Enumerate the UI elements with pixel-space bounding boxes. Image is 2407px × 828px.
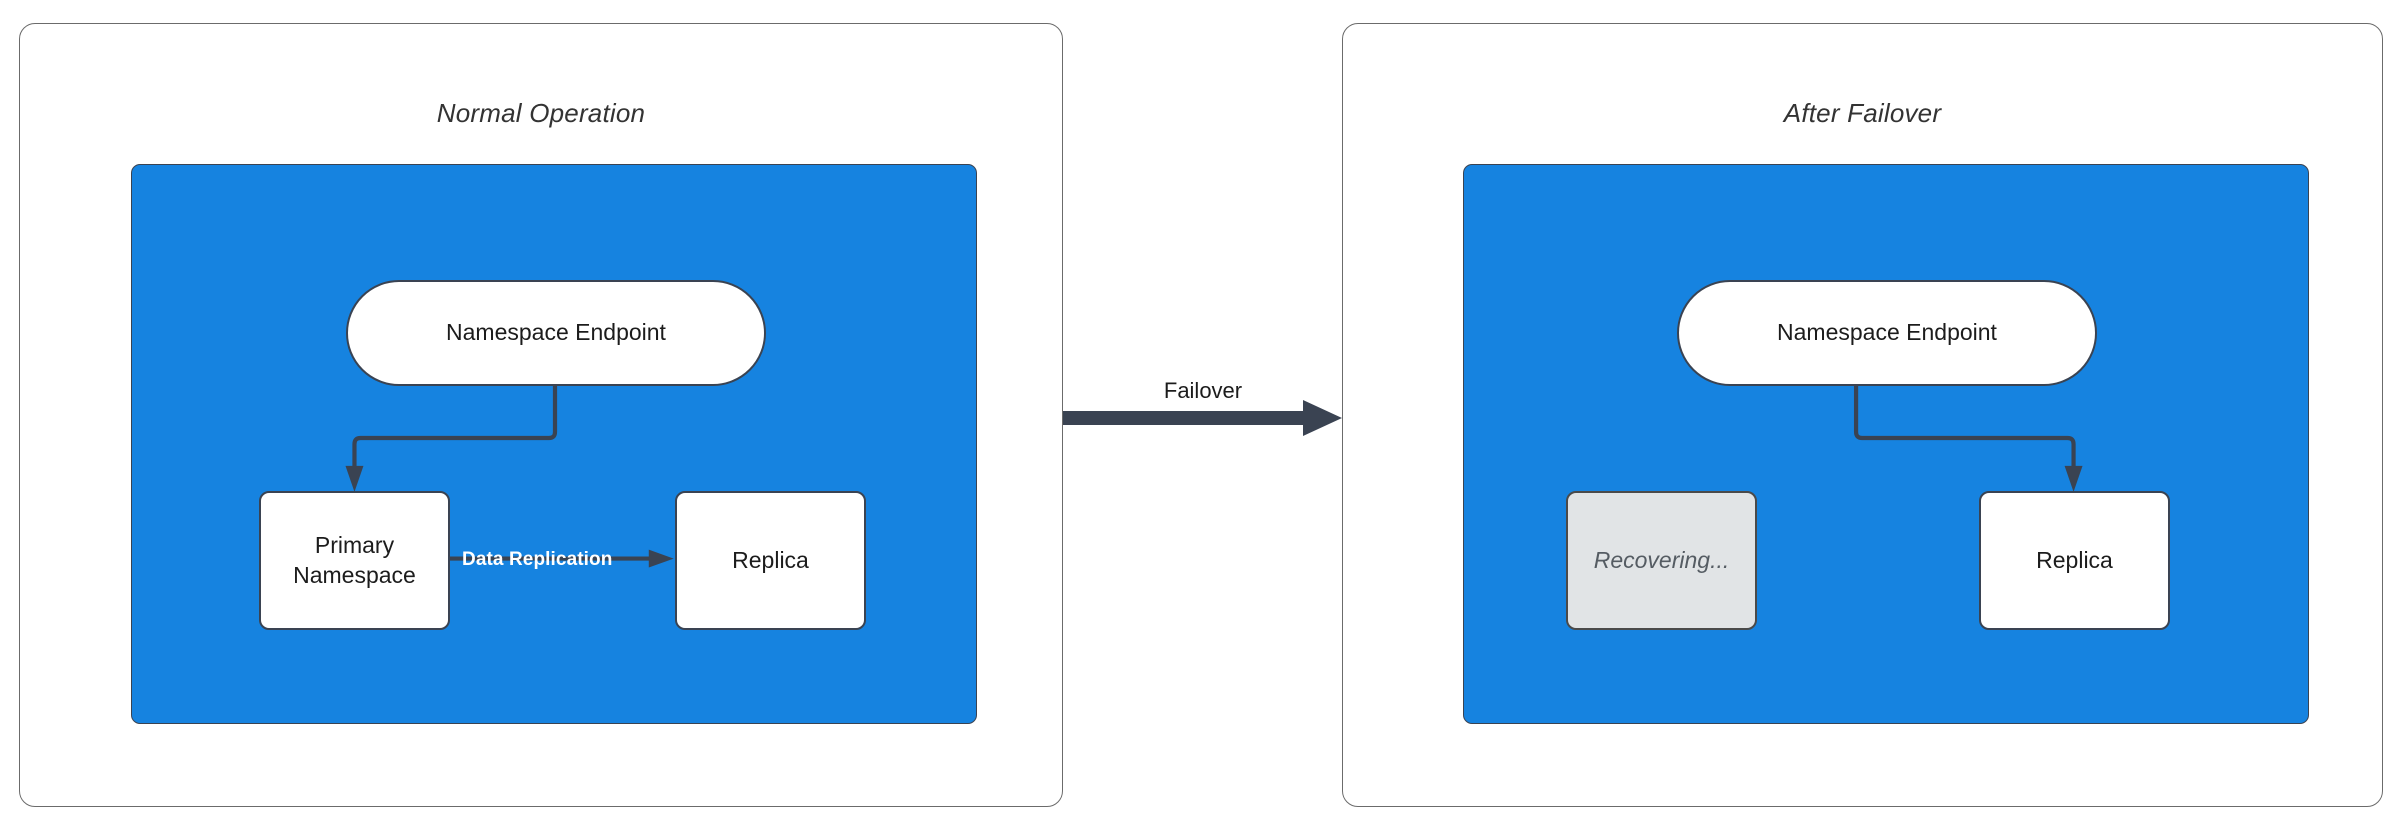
panel-left-title: Normal Operation [436, 98, 646, 128]
failover-arrow-svg [1063, 400, 1342, 436]
node-label: Namespace Endpoint [446, 319, 666, 346]
node-label-line2: Namespace [293, 561, 416, 588]
left-connectors [345, 383, 674, 568]
right-connectors [1853, 383, 2083, 492]
node-replica-right[interactable]: Replica [1979, 491, 2170, 630]
node-label: Replica [2036, 546, 2113, 573]
cluster-left: Namespace Endpoint Primary Namespace Rep… [131, 164, 977, 724]
failover-arrow [1063, 400, 1343, 436]
edge-endpoint-to-primary-arrowhead [345, 465, 364, 492]
node-primary-namespace[interactable]: Primary Namespace [259, 491, 450, 630]
edge-endpoint-to-replica [1853, 383, 2076, 478]
node-label: Recovering... [1593, 546, 1730, 573]
node-label: Namespace Endpoint [1777, 319, 1997, 346]
node-label: Primary Namespace [293, 531, 416, 590]
edge-endpoint-to-replica-arrowhead [2064, 465, 2083, 492]
node-label-line1: Primary [314, 532, 395, 559]
node-label: Replica [732, 546, 809, 573]
failover-arrow-shape [1063, 400, 1342, 436]
failover-label: Failover [1163, 378, 1243, 403]
node-replica-left[interactable]: Replica [675, 491, 866, 630]
cluster-right: Namespace Endpoint Recovering... Replica [1463, 164, 2309, 724]
panel-normal-operation: Normal Operation Namespace Endpoint Prim… [19, 23, 1063, 807]
panel-right-title: After Failover [1783, 98, 1942, 128]
edge-endpoint-to-primary [352, 383, 558, 478]
edge-label-data-replication: Data Replication [462, 549, 613, 570]
node-recovering[interactable]: Recovering... [1566, 491, 1757, 630]
node-namespace-endpoint-right[interactable]: Namespace Endpoint [1677, 280, 2097, 386]
panel-after-failover: After Failover Namespace Endpoint Recove… [1342, 23, 2383, 807]
edge-primary-to-replica-arrowhead [648, 549, 674, 568]
node-namespace-endpoint-left[interactable]: Namespace Endpoint [346, 280, 766, 386]
